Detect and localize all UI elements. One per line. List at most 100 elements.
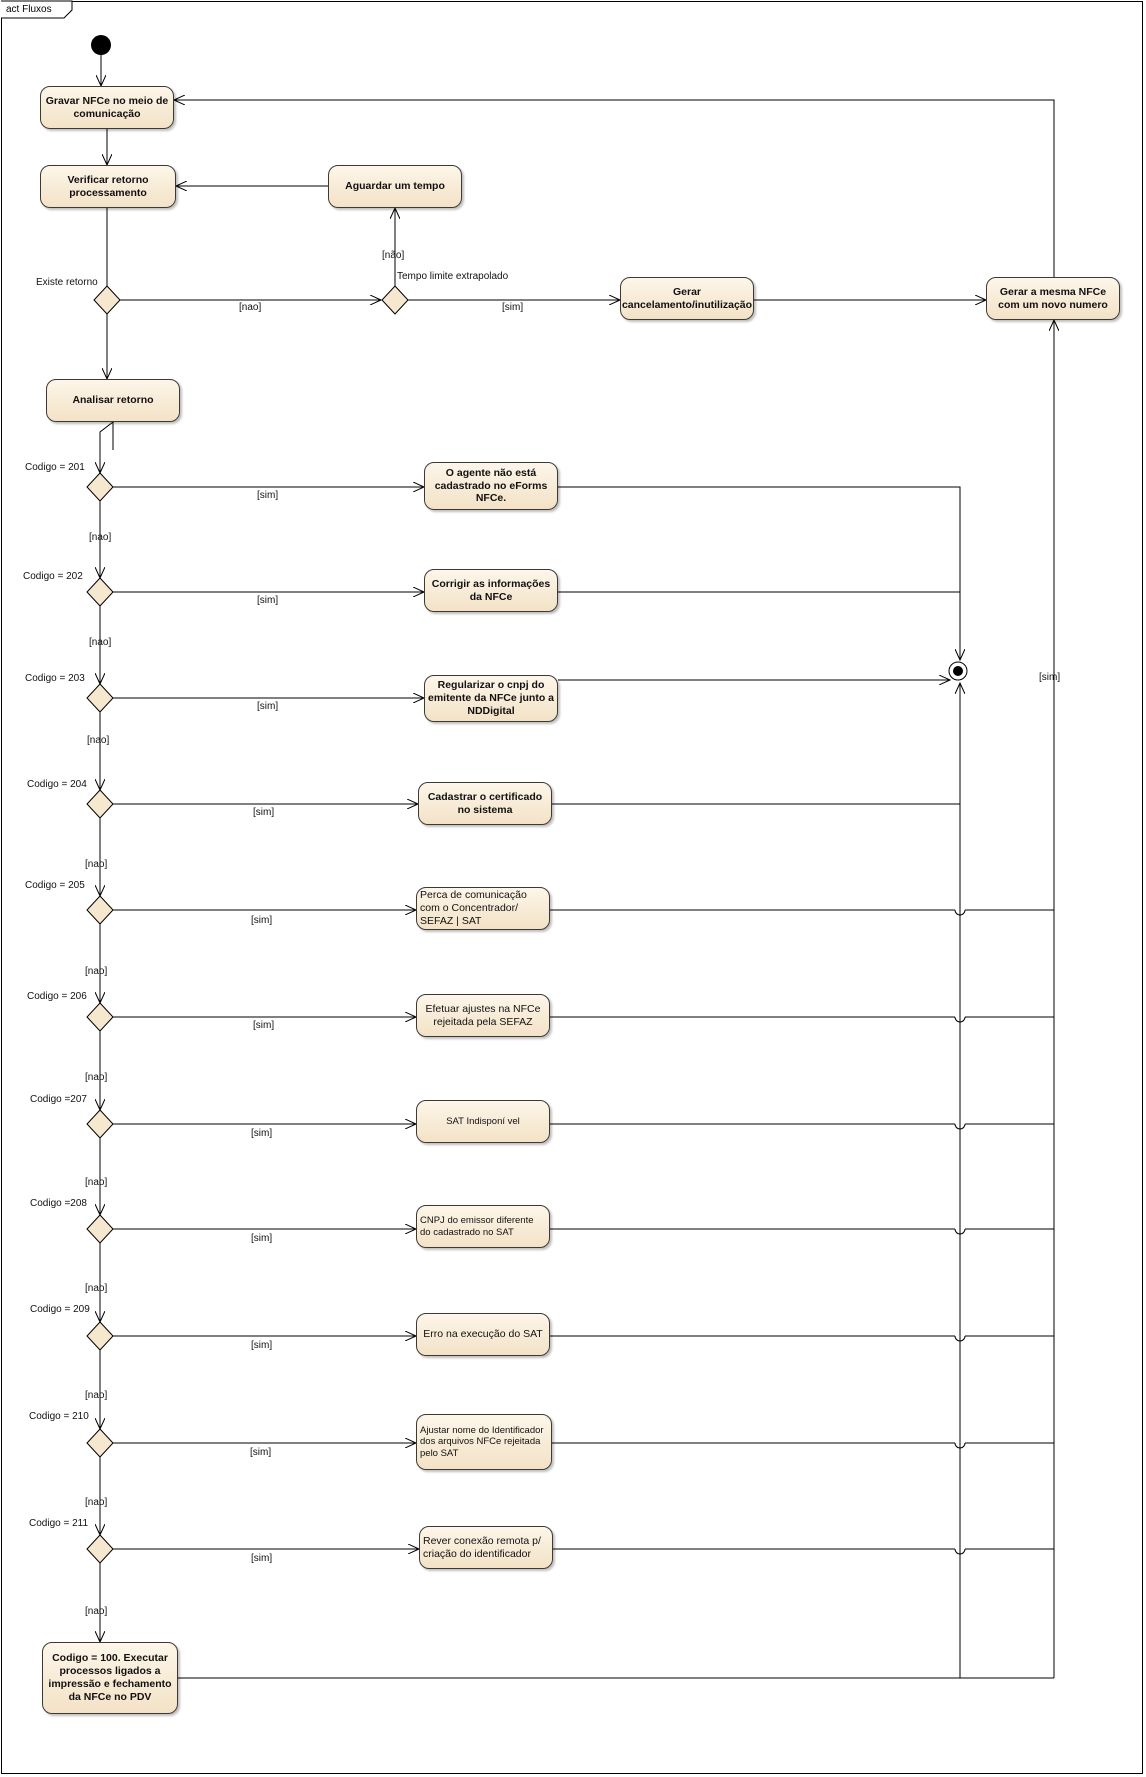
decision-codigo-202[interactable] <box>86 577 114 607</box>
guard-nao-211: [nao] <box>85 1606 108 1617</box>
decision-label-203: Codigo = 203 <box>25 673 85 684</box>
action-label: O agente não está cadastrado no eForms N… <box>434 466 548 505</box>
action-r201[interactable]: O agente não está cadastrado no eForms N… <box>424 462 558 510</box>
guard-nao-203: [nao] <box>87 735 110 746</box>
guard-nao-209: [nao] <box>85 1390 108 1401</box>
action-verificar-retorno[interactable]: Verificar retorno processamento <box>40 165 176 208</box>
action-r211[interactable]: Rever conexão remota p/ criação do ident… <box>419 1526 553 1569</box>
guard-sim-209: [sim] <box>251 1340 273 1351</box>
guard-nao-201: [nao] <box>89 532 112 543</box>
decision-existe-retorno[interactable] <box>93 285 121 315</box>
action-r100[interactable]: Codigo = 100. Executar processos ligados… <box>42 1642 178 1714</box>
guard-sim-203: [sim] <box>257 701 279 712</box>
decision-label-204: Codigo = 204 <box>27 779 87 790</box>
decision-label-211: Codigo = 211 <box>29 1518 89 1529</box>
edge-gerar-gravar <box>174 100 1055 277</box>
guard-sim-201: [sim] <box>257 490 279 501</box>
guard-nao-207: [nao] <box>85 1177 108 1188</box>
action-r210[interactable]: Ajustar nome do Identificador dos arquiv… <box>416 1414 552 1470</box>
edge-jump-4 <box>954 1335 966 1342</box>
guard-sim-204: [sim] <box>253 807 275 818</box>
decision-label-205: Codigo = 205 <box>25 880 85 891</box>
frame-tab <box>1 0 73 19</box>
final-node <box>948 661 968 681</box>
action-label: Efetuar ajustes na NFCe rejeitada pela S… <box>425 1002 541 1028</box>
action-label: Rever conexão remota p/ criação do ident… <box>423 1534 541 1560</box>
decision-codigo-203[interactable] <box>86 683 114 713</box>
guard-nao-204: [nao] <box>85 859 108 870</box>
action-r209[interactable]: Erro na execução do SAT <box>416 1313 550 1356</box>
guard-sim-207: [sim] <box>251 1128 273 1139</box>
action-label: SAT Indisponí vel <box>446 1115 520 1127</box>
action-label: Gerar a mesma NFCe com um novo numero <box>998 285 1108 311</box>
guard-sim-208: [sim] <box>251 1233 273 1244</box>
guard-nao-205: [nao] <box>85 966 108 977</box>
decision-tempo-limite[interactable] <box>381 285 409 315</box>
action-label: Cadastrar o certificado no sistema <box>427 790 543 816</box>
action-gerar-cancelamento[interactable]: Gerar cancelamento/inutilização <box>620 277 754 320</box>
action-label: Ajustar nome do Identificador dos arquiv… <box>420 1424 544 1459</box>
action-analisar-retorno[interactable]: Analisar retorno <box>46 379 180 422</box>
action-label: CNPJ do emissor diferente do cadastrado … <box>420 1214 534 1238</box>
guard-sim-tempo: [sim] <box>502 302 524 313</box>
edge-jump-2 <box>954 1123 966 1130</box>
action-label: Gravar NFCe no meio de comunicação <box>45 94 169 120</box>
decision-codigo-209[interactable] <box>86 1321 114 1351</box>
decision-label-202: Codigo = 202 <box>23 571 83 582</box>
action-r203[interactable]: Regularizar o cnpj do emitente da NFCe j… <box>424 675 558 722</box>
action-label: Verificar retorno processamento <box>67 173 149 199</box>
action-gerar-mesma-nfce[interactable]: Gerar a mesma NFCe com um novo numero <box>986 277 1120 320</box>
decision-codigo-205[interactable] <box>86 895 114 925</box>
action-r205[interactable]: Perca de comunicação com o Concentrador/… <box>416 887 550 930</box>
decision-label-210: Codigo = 210 <box>29 1411 89 1422</box>
action-aguardar-tempo[interactable]: Aguardar um tempo <box>328 165 462 208</box>
decision-label-tempo: Tempo limite extrapolado <box>397 271 509 282</box>
edge-jump-6 <box>954 1548 966 1555</box>
action-r204[interactable]: Cadastrar o certificado no sistema <box>418 782 552 825</box>
guard-nao-202: [nao] <box>89 637 112 648</box>
decision-codigo-207[interactable] <box>86 1109 114 1139</box>
guard-sim-205: [sim] <box>251 915 273 926</box>
edge-jump-5 <box>954 1442 966 1449</box>
guard-sim-211: [sim] <box>251 1553 273 1564</box>
edge-201-final <box>558 486 961 592</box>
guard-sim-206: [sim] <box>253 1020 275 1031</box>
guard-nao-tempo: [não] <box>382 250 405 261</box>
action-gravar-nfce[interactable]: Gravar NFCe no meio de comunicação <box>40 86 174 129</box>
guard-nao-210: [nao] <box>85 1497 108 1508</box>
action-label: Analisar retorno <box>72 394 154 407</box>
guard-nao-206: [nao] <box>85 1072 108 1083</box>
decision-codigo-210[interactable] <box>86 1428 114 1458</box>
frame-title: act Fluxos <box>6 4 52 15</box>
action-r206[interactable]: Efetuar ajustes na NFCe rejeitada pela S… <box>416 994 550 1037</box>
decision-codigo-206[interactable] <box>86 1002 114 1032</box>
action-label: Gerar cancelamento/inutilização <box>621 285 753 311</box>
action-r208[interactable]: CNPJ do emissor diferente do cadastrado … <box>416 1205 550 1248</box>
action-label: Aguardar um tempo <box>345 180 445 193</box>
edge-jump-0 <box>954 909 966 916</box>
decision-label-208: Codigo =208 <box>30 1198 87 1209</box>
decision-label-existe: Existe retorno <box>36 277 98 288</box>
action-label: Codigo = 100. Executar processos ligados… <box>48 1652 172 1703</box>
decision-label-206: Codigo = 206 <box>27 991 87 1002</box>
decision-label-201: Codigo = 201 <box>25 462 85 473</box>
decision-codigo-201[interactable] <box>86 472 114 502</box>
action-r207[interactable]: SAT Indisponí vel <box>416 1100 550 1143</box>
edge-jump-1 <box>954 1016 966 1023</box>
guard-sim-retry: [sim] <box>1039 672 1061 683</box>
decision-codigo-211[interactable] <box>86 1534 114 1564</box>
decision-codigo-208[interactable] <box>86 1214 114 1244</box>
guard-sim-210: [sim] <box>250 1447 272 1458</box>
initial-node <box>91 35 111 55</box>
decision-label-209: Codigo = 209 <box>30 1304 90 1315</box>
edge-jump-3 <box>954 1228 966 1235</box>
action-r202[interactable]: Corrigir as informações da NFCe <box>424 569 558 612</box>
guard-nao-208: [nao] <box>85 1283 108 1294</box>
decision-codigo-204[interactable] <box>86 789 114 819</box>
action-label: Corrigir as informações da NFCe <box>431 577 551 603</box>
edge-analisar-d201 <box>100 421 114 473</box>
guard-nao-existe: [nao] <box>239 302 262 313</box>
guard-sim-202: [sim] <box>257 595 279 606</box>
